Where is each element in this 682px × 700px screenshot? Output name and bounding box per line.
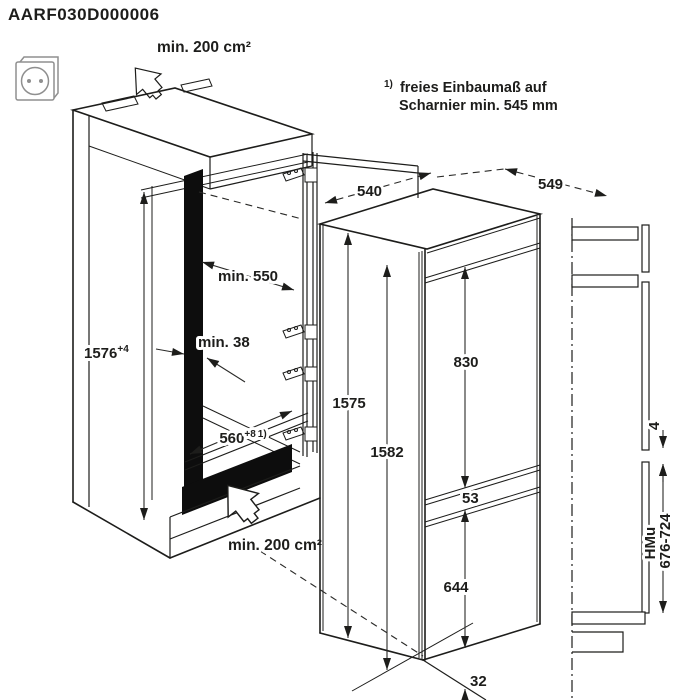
dim-label-mid-gap: 53 — [462, 490, 479, 507]
niche-top-face — [70, 87, 315, 158]
side-view-upper-door-panel — [641, 281, 650, 451]
niche-door-open — [302, 152, 419, 457]
dim-label-niche-depth: min. 550 — [218, 268, 278, 285]
dim-label-door-gap: 4 — [646, 421, 663, 430]
dim-label-depth: 549 — [538, 176, 563, 193]
footnote-line2: Scharnier min. 545 mm — [399, 98, 558, 114]
dim-label-front-height: 1575 — [332, 395, 365, 412]
airflow-arrow-bottom-icon — [227, 484, 261, 525]
niche-vent-slot — [182, 444, 292, 515]
appliance-drawing — [316, 188, 544, 700]
appliance-top-face — [316, 188, 544, 250]
side-view-drawing — [571, 218, 650, 698]
niche-side-wall-edge — [184, 169, 203, 487]
dim-label-lower-door: 644 — [443, 579, 469, 596]
airflow-arrow-top-icon — [134, 67, 163, 100]
dim-label-plinth: 32 — [470, 673, 487, 690]
dim-label-upper-door: 830 — [453, 354, 478, 371]
niche-drawing — [70, 78, 424, 657]
power-socket-icon — [15, 56, 59, 101]
dim-label-hmu: HMu 676-724 — [642, 513, 674, 569]
footnote-line1: 1) freies Einbaumaß auf — [384, 75, 547, 96]
vent-area-top-label: min. 200 cm² — [157, 39, 251, 56]
appliance-bottom-side-edge — [319, 632, 424, 661]
footnote: 1) freies Einbaumaß auf Scharnier min. 5… — [384, 75, 558, 114]
vent-area-bottom-label: min. 200 cm² — [228, 537, 322, 554]
hinge-icon — [282, 324, 318, 340]
appliance-bottom-front-edge — [422, 623, 541, 661]
dim-label-wall-thickness: min. 38 — [198, 334, 250, 351]
hinge-icon — [282, 167, 318, 183]
dim-label-door-width: 540 — [357, 183, 382, 200]
side-view-dimensions: 4 HMu 676-724 — [639, 418, 677, 613]
drawing-title: AARF030D000006 — [8, 5, 160, 24]
side-view-plinth-step — [572, 631, 624, 653]
dim-label-total-height: 1582 — [370, 444, 403, 461]
airflow-path-dashed — [259, 550, 424, 657]
dim-label-niche-height: 1576+4 — [84, 344, 129, 362]
hinge-icon — [282, 366, 318, 382]
hinge-brackets — [282, 167, 318, 442]
appliance-dimensions: 540 549 1575 1582 830 53 644 32 — [324, 168, 608, 700]
appliance-plinth-edge — [422, 659, 487, 700]
side-view-upper-panel — [641, 224, 650, 273]
